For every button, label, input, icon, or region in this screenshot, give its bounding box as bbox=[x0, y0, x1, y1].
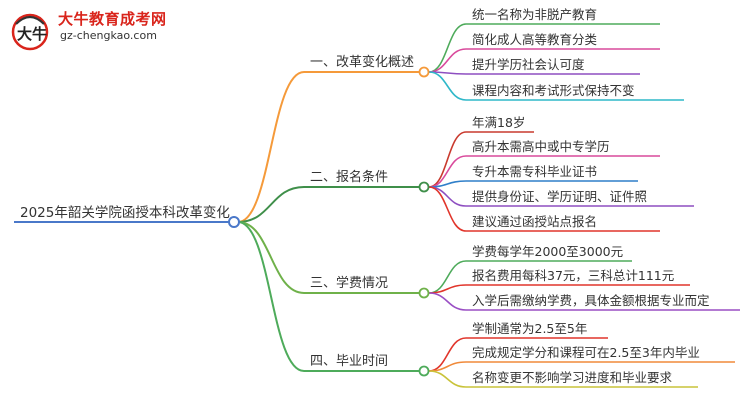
leaf-connector-2-5 bbox=[428, 186, 467, 232]
leaf-label-2-3: 专升本需专科毕业证书 bbox=[472, 164, 597, 179]
leaf-connector-2-3 bbox=[428, 180, 467, 188]
branch-connector-3 bbox=[237, 221, 305, 294]
leaf-connector-4-3 bbox=[428, 370, 467, 388]
leaf-connector-1-2 bbox=[428, 48, 467, 73]
leaf-label-3-3: 入学后需缴纳学费，具体金额根据专业而定 bbox=[472, 293, 710, 308]
leaf-label-2-1: 年满18岁 bbox=[472, 115, 525, 130]
leaf-label-1-1: 统一名称为非脱产教育 bbox=[472, 7, 597, 22]
leaf-label-4-1: 学制通常为2.5至5年 bbox=[472, 321, 587, 336]
branch-label-3: 三、学费情况 bbox=[310, 275, 388, 291]
branch-connector-4 bbox=[237, 221, 305, 372]
branch-connector-2 bbox=[237, 186, 305, 223]
leaf-label-2-2: 高升本需高中或中专学历 bbox=[472, 139, 610, 154]
leaf-label-4-3: 名称变更不影响学习进度和毕业要求 bbox=[472, 370, 673, 385]
leaf-label-2-5: 建议通过函授站点报名 bbox=[472, 214, 597, 229]
brand-name: 大牛教育成考网 bbox=[58, 10, 167, 28]
svg-text:大牛: 大牛 bbox=[17, 25, 47, 43]
branch-connector-1 bbox=[237, 71, 305, 223]
branch-label-2: 二、报名条件 bbox=[310, 169, 388, 185]
leaf-label-3-1: 学费每学年2000至3000元 bbox=[472, 244, 623, 259]
leaf-connector-1-4 bbox=[428, 71, 467, 101]
branch-node-1 bbox=[418, 66, 430, 78]
root-node bbox=[228, 216, 240, 228]
branch-node-3 bbox=[418, 287, 430, 299]
branch-node-2 bbox=[418, 181, 430, 193]
leaf-label-2-4: 提供身份证、学历证明、证件照 bbox=[472, 189, 647, 204]
branch-label-4: 四、毕业时间 bbox=[310, 354, 388, 369]
leaf-connector-3-3 bbox=[428, 292, 467, 311]
site-logo[interactable]: 大牛 大牛教育成考网 gz-chengkao.com bbox=[6, 6, 186, 52]
leaf-connector-2-4 bbox=[428, 186, 467, 207]
ox-logo-icon: 大牛 bbox=[11, 13, 49, 51]
leaf-label-1-4: 课程内容和考试形式保持不变 bbox=[472, 83, 635, 98]
leaf-label-1-3: 提升学历社会认可度 bbox=[472, 57, 585, 72]
leaf-label-4-2: 完成规定学分和课程可在2.5至3年内毕业 bbox=[472, 345, 700, 360]
brand-url: gz-chengkao.com bbox=[60, 29, 157, 42]
leaf-label-1-2: 简化成人高等教育分类 bbox=[472, 32, 598, 47]
leaf-connector-2-1 bbox=[428, 131, 467, 188]
root-topic-label: 2025年韶关学院函授本科改革变化 bbox=[20, 205, 230, 221]
leaf-connector-1-1 bbox=[428, 23, 467, 73]
leaf-label-3-2: 报名费用每科37元，三科总计111元 bbox=[472, 268, 674, 283]
branch-node-4 bbox=[418, 365, 430, 377]
branch-label-1: 一、改革变化概述 bbox=[310, 54, 414, 70]
